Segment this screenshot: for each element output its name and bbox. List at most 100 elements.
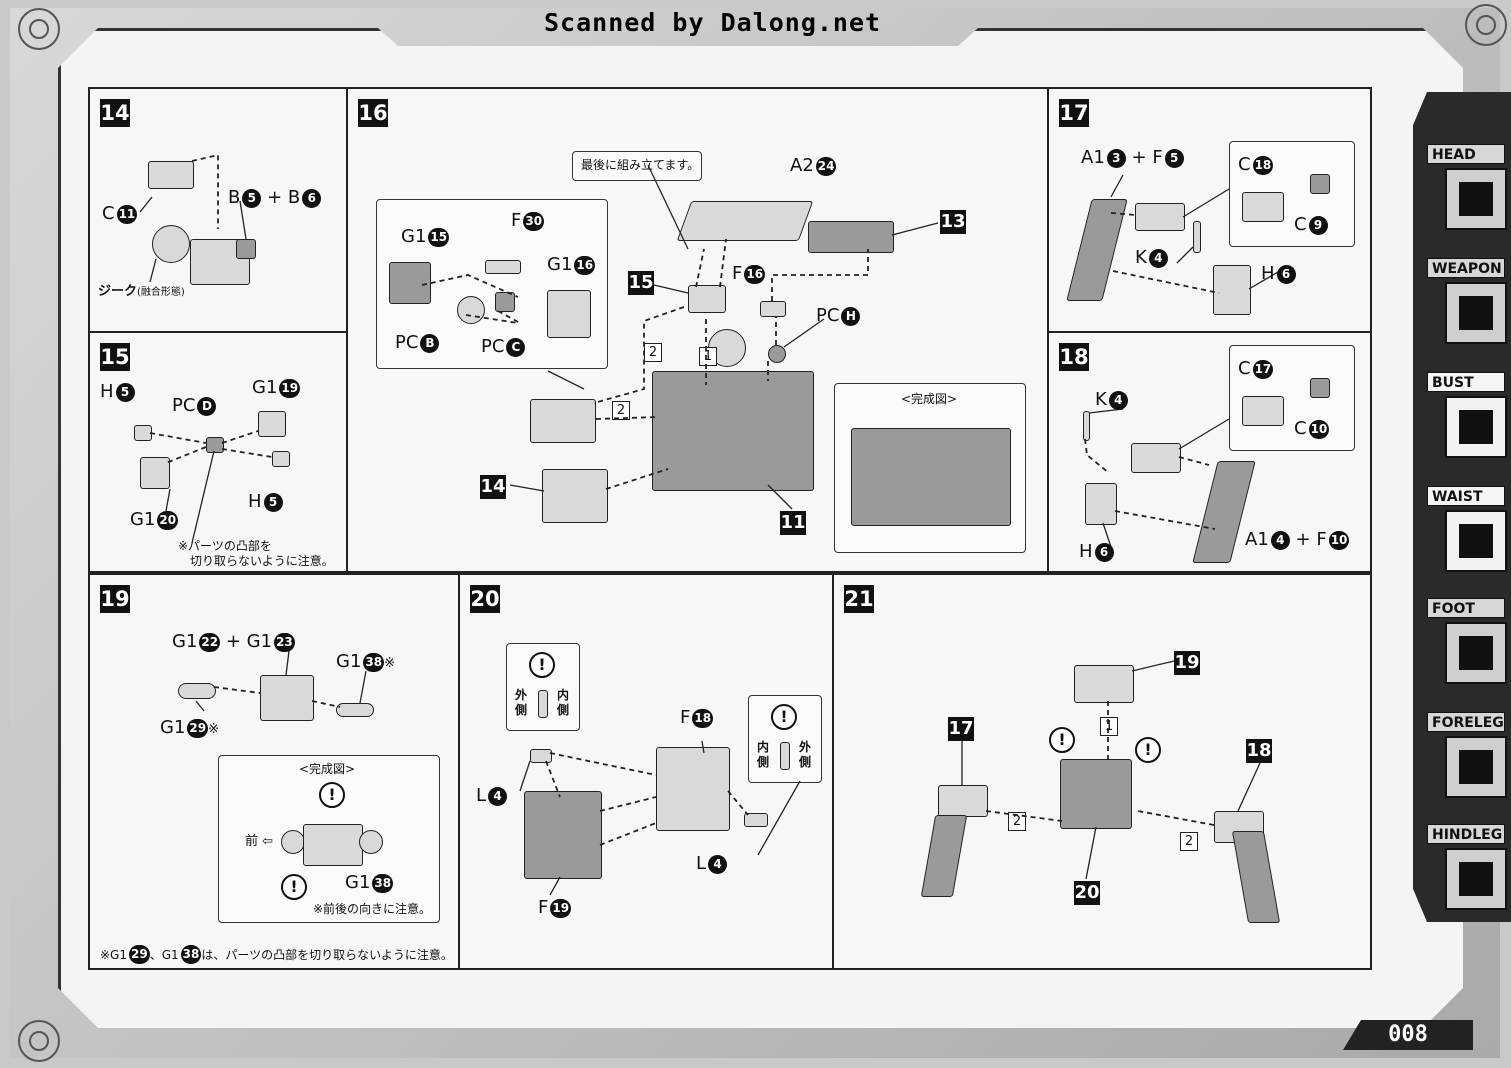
last-assembly-note-box: 最後に組み立てます。 <box>572 151 702 181</box>
part-15-assembly <box>688 285 726 313</box>
part-c-block <box>1135 203 1185 231</box>
warning-icon: ! <box>529 652 555 678</box>
tab-waist-label: WAIST <box>1427 486 1505 506</box>
part-17-block <box>938 785 988 817</box>
step-21-panel: 21 ! ! 19 17 18 20 1 2 2 <box>832 573 1372 970</box>
tab-foreleg-label: FORELEG <box>1427 712 1505 732</box>
part-g1-16 <box>547 290 591 338</box>
tab-waist[interactable]: WAIST <box>1421 486 1509 586</box>
step-number: 19 <box>100 585 130 613</box>
part-g1-22-23 <box>260 675 314 721</box>
complete-view-image <box>851 428 1011 526</box>
warning-icon: ! <box>771 704 797 730</box>
part-13-assembly <box>808 221 894 253</box>
label-outer: 外側 <box>799 740 812 769</box>
part-pc-h <box>768 345 786 363</box>
tab-weapon[interactable]: WEAPON <box>1421 258 1509 358</box>
section-tabs: HEAD WEAPON BUST WAIST FOOT FORELEG HIND… <box>1413 92 1511 922</box>
sequence-2a: 2 <box>644 343 662 362</box>
step-number: 14 <box>100 99 130 127</box>
tab-bust[interactable]: BUST <box>1421 372 1509 472</box>
part-c18 <box>1242 192 1284 222</box>
part-zeke-sphere <box>152 225 190 263</box>
part-left-head <box>530 399 596 443</box>
tab-foot[interactable]: FOOT <box>1421 598 1509 698</box>
part-g1-15 <box>389 262 431 304</box>
part-c9 <box>1310 174 1330 194</box>
part-20-assembly <box>1060 759 1132 829</box>
step-number: 16 <box>358 99 388 127</box>
part-l4-right <box>744 813 768 827</box>
warning-icon: ! <box>281 874 307 900</box>
part-a2-24 <box>676 201 814 241</box>
foot-icon <box>1445 622 1507 684</box>
part-k4 <box>1193 221 1201 253</box>
part-18-leg <box>1231 831 1281 923</box>
tab-foreleg[interactable]: FORELEG <box>1421 712 1509 812</box>
ref-step-18: 18 <box>1246 739 1272 763</box>
ref-step-11: 11 <box>780 511 806 535</box>
tab-head[interactable]: HEAD <box>1421 144 1509 244</box>
tab-hindleg-label: HINDLEG <box>1427 824 1505 844</box>
tab-hindleg[interactable]: HINDLEG <box>1421 824 1509 922</box>
part-left-ball <box>281 830 305 854</box>
waist-icon <box>1445 510 1507 572</box>
tab-bust-label: BUST <box>1427 372 1505 392</box>
ref-step-13: 13 <box>940 210 966 234</box>
step-16-complete-view: <完成図> <box>834 383 1026 553</box>
part-f18 <box>656 747 730 831</box>
sequence-2a: 2 <box>1008 812 1026 831</box>
part-g1-20 <box>140 457 170 489</box>
part-h6 <box>1085 483 1117 525</box>
part-k4 <box>1083 411 1090 441</box>
label-outer: 外側 <box>515 688 528 717</box>
part-17-leg <box>920 815 968 897</box>
part-b6 <box>236 239 256 259</box>
corner-gear-icon-top-right <box>1465 4 1507 46</box>
note-protrusion-line1: ※パーツの凸部を <box>178 539 272 553</box>
head-icon <box>1445 168 1507 230</box>
last-assembly-note: 最後に組み立てます。 <box>581 158 700 172</box>
step-number: 20 <box>470 585 500 613</box>
ref-step-17: 17 <box>948 717 974 741</box>
part-h6 <box>1213 265 1251 315</box>
step-number: 17 <box>1059 99 1089 127</box>
warning-icon: ! <box>1135 737 1161 763</box>
note-protrusion-line2: 切り取らないように注意。 <box>190 554 334 568</box>
part-c11 <box>148 161 194 189</box>
part-h5-bottom <box>272 451 290 467</box>
weapon-icon <box>1445 282 1507 344</box>
foreleg-icon <box>1445 736 1507 798</box>
sequence-2b: 2 <box>612 401 630 420</box>
scan-watermark: Scanned by Dalong.net <box>544 8 882 37</box>
part-assembled-joint <box>303 824 363 866</box>
part-g1-19 <box>258 411 286 437</box>
ref-step-14: 14 <box>480 475 506 499</box>
part-right-ball <box>359 830 383 854</box>
